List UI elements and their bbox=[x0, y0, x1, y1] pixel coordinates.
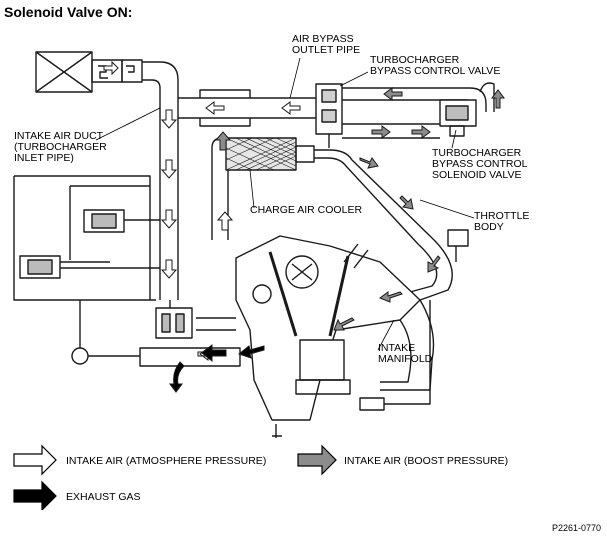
atm-arrow-8 bbox=[216, 211, 234, 231]
legend bbox=[13, 444, 337, 510]
legend-boost-label: INTAKE AIR (BOOST PRESSURE) bbox=[344, 455, 509, 467]
boost-arrow-3 bbox=[411, 125, 431, 139]
lower-actuator bbox=[71, 300, 140, 365]
boost-arrow-5 bbox=[399, 195, 414, 210]
boost-arrow-10 bbox=[491, 89, 505, 109]
exhaust-sensor bbox=[272, 300, 431, 438]
atm-arrow-2 bbox=[160, 109, 178, 129]
charge-air-cooler bbox=[225, 137, 431, 245]
label-intake-air-duct: INTAKE AIR DUCT (TURBOCHARGER INLET PIPE… bbox=[14, 130, 107, 164]
legend-exhaust-arrow bbox=[13, 480, 57, 510]
exhaust-arrow-3 bbox=[169, 361, 185, 393]
flow-arrows bbox=[103, 60, 505, 393]
atm-arrow-7 bbox=[281, 101, 301, 115]
label-bypass-control-valve: TURBOCHARGER BYPASS CONTROL VALVE bbox=[370, 54, 501, 77]
air-cleaner bbox=[35, 51, 143, 93]
boost-arrow-4 bbox=[359, 157, 379, 169]
boost-arrow-6 bbox=[427, 255, 441, 273]
legend-boost-arrow bbox=[297, 444, 337, 476]
label-intake-manifold: INTAKE MANIFOLD bbox=[378, 342, 433, 365]
bypass-solenoid-valve bbox=[439, 99, 477, 137]
boost-arrow-2 bbox=[371, 125, 391, 139]
boost-arrow-1 bbox=[383, 87, 403, 101]
atm-arrow-6 bbox=[205, 101, 225, 115]
bypass-control-valve bbox=[315, 83, 343, 148]
label-throttle-body: THROTTLE BODY bbox=[474, 210, 530, 233]
atm-arrow-1 bbox=[103, 60, 119, 76]
intake-air-duct bbox=[142, 61, 179, 300]
label-air-bypass-outlet-pipe: AIR BYPASS OUTLET PIPE bbox=[292, 33, 361, 56]
legend-atm-label: INTAKE AIR (ATMOSPHERE PRESSURE) bbox=[66, 455, 267, 467]
figure-code: P2261-0770 bbox=[551, 523, 601, 533]
pressure-sensor bbox=[69, 185, 160, 260]
boost-arrow-9 bbox=[214, 131, 232, 151]
throttle-body bbox=[409, 229, 469, 301]
atm-arrow-3 bbox=[160, 159, 178, 179]
exhaust-arrow-2 bbox=[201, 343, 227, 363]
label-bypass-solenoid-valve: TURBOCHARGER BYPASS CONTROL SOLENOID VAL… bbox=[432, 147, 528, 181]
legend-atm-arrow bbox=[13, 444, 57, 476]
legend-exhaust-label: EXHAUST GAS bbox=[66, 491, 141, 503]
diagram-title: Solenoid Valve ON: bbox=[4, 4, 133, 20]
exhaust-arrow-1 bbox=[237, 345, 265, 359]
boost-arrow-7 bbox=[378, 291, 403, 303]
intake-manifold-runner bbox=[380, 299, 435, 391]
label-charge-air-cooler: CHARGE AIR COOLER bbox=[250, 204, 363, 216]
boost-arrow-8 bbox=[333, 317, 355, 331]
wastegate-actuator bbox=[13, 175, 160, 301]
atm-arrow-5 bbox=[160, 259, 178, 279]
atm-arrow-4 bbox=[160, 209, 178, 229]
engine-block bbox=[235, 235, 421, 421]
